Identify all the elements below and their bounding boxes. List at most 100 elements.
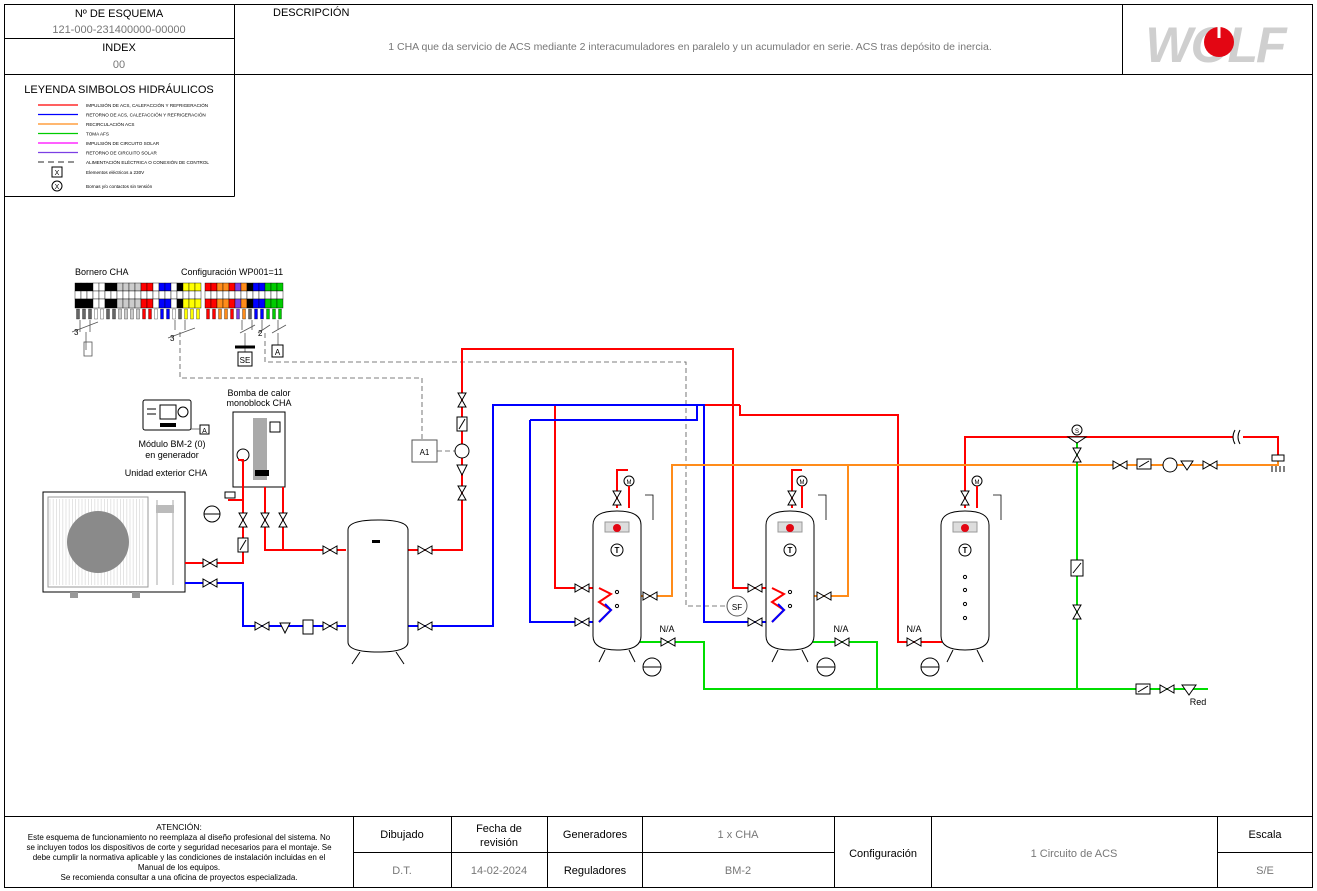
- terminal-block: [258, 298, 266, 309]
- tank-port: [787, 603, 793, 609]
- terminal-label-cell: [264, 290, 272, 300]
- terminal-label-cell: [152, 290, 160, 300]
- heat-pump-label-2: monoblock CHA: [226, 398, 291, 408]
- red-label: Red: [1190, 697, 1207, 707]
- terminal-block: [222, 298, 230, 309]
- terminal-block: [228, 298, 236, 309]
- cold-water-pipes: [640, 440, 1208, 690]
- legend-item-label: RETORNO DE CIRCUITO SOLAR: [86, 151, 157, 156]
- terminal-head: [146, 282, 154, 292]
- generators-value: 1 x CHA: [718, 829, 760, 841]
- terminal-head: [276, 282, 284, 292]
- footer-grid: [353, 816, 1313, 888]
- terminal-label-cell: [228, 290, 236, 300]
- heat-pump-indoor: [232, 411, 286, 488]
- bm2-label-1: Módulo BM-2 (0): [138, 439, 205, 449]
- outdoor-unit-label: Unidad exterior CHA: [125, 468, 208, 478]
- terminal-label-cell: [134, 290, 142, 300]
- bm2-module: A: [142, 399, 210, 435]
- tank-port: [614, 589, 620, 595]
- tank-leg: [771, 649, 779, 663]
- terminal-strip-left: [74, 282, 202, 320]
- terminal-head: [246, 282, 254, 292]
- terminal-screw: [154, 308, 158, 320]
- attention-text: Este esquema de funcionamiento no reempl…: [26, 833, 332, 882]
- terminal-block: [176, 298, 184, 309]
- terminal-head: [110, 282, 118, 292]
- terminal-label-cell: [146, 290, 154, 300]
- configuration-value: 1 Circuito de ACS: [1031, 848, 1118, 860]
- legend-symbol: X: [55, 184, 60, 191]
- wire-count-left: 3: [74, 328, 79, 337]
- terminal-label-cell: [240, 290, 248, 300]
- terminal-head: [158, 282, 166, 292]
- tank-leg: [628, 649, 636, 663]
- a1-controller: A1: [411, 439, 438, 463]
- terminal-block: [276, 298, 284, 309]
- terminal-block: [152, 298, 160, 309]
- terminal-head: [140, 282, 148, 292]
- legend-item-label: ALIMENTACIÓN ELÉCTRICA O CONEXIÓN DE CON…: [86, 159, 209, 165]
- terminal-block: [98, 298, 106, 309]
- legend-symbol-box: [51, 166, 63, 178]
- terminal-head: [204, 282, 212, 292]
- terminal-label-cell: [140, 290, 148, 300]
- terminal-block: [246, 298, 254, 309]
- terminal-screw: [82, 308, 86, 320]
- terminal-label-cell: [252, 290, 260, 300]
- expansion-vessels: [642, 657, 940, 677]
- legend-item-label: TOMA AFS: [86, 132, 109, 137]
- legend-list: IMPULSIÓN DE ACS, CALEFACCIÓN Y REFRIGER…: [38, 102, 209, 192]
- legend-symbol-circle: [51, 180, 63, 192]
- terminal-label-cell: [222, 290, 230, 300]
- tank-port: [614, 603, 620, 609]
- terminal-block: [116, 298, 124, 309]
- terminal-block: [188, 298, 196, 309]
- motor-valve-label: M: [627, 480, 632, 486]
- terminal-screw: [172, 308, 176, 320]
- heating-coil-return: [598, 603, 613, 623]
- terminal-block: [134, 298, 142, 309]
- motor-valve-label: M: [800, 480, 805, 486]
- terminal-label-cell: [276, 290, 284, 300]
- wire-count-mid: 3: [170, 334, 175, 343]
- terminal-block: [182, 298, 190, 309]
- drawn-label: Dibujado: [380, 829, 423, 841]
- terminal-label-cell: [258, 290, 266, 300]
- terminal-screw: [212, 308, 216, 320]
- terminal-screw: [218, 308, 222, 320]
- se-sensor: SE: [235, 345, 255, 367]
- revision-label-1: Fecha de: [476, 823, 522, 835]
- terminal-label-cell: [92, 290, 100, 300]
- safety-valve-icon: [993, 494, 1002, 520]
- config-label: Configuración WP001=11: [181, 267, 283, 277]
- legend-item-label: RECIRCULACIÓN ACS: [86, 121, 135, 127]
- terminal-label-cell: [158, 290, 166, 300]
- terminal-label-cell: [204, 290, 212, 300]
- terminal-screw: [206, 308, 210, 320]
- terminal-head: [188, 282, 196, 292]
- terminal-block: [194, 298, 202, 309]
- terminal-head: [92, 282, 100, 292]
- safety-valve-icon: [818, 494, 827, 520]
- temperature-sensor-icon: [783, 543, 797, 557]
- attention-title: ATENCIÓN:: [156, 822, 202, 832]
- terminal-screw: [106, 308, 110, 320]
- terminal-block: [234, 298, 242, 309]
- terminal-screw: [148, 308, 152, 320]
- terminal-block: [216, 298, 224, 309]
- terminal-screw: [178, 308, 182, 320]
- sf-sensor: SF: [726, 595, 748, 617]
- tank-indicator: [786, 524, 794, 532]
- scale-label: Escala: [1248, 829, 1282, 841]
- dhw-tank: TM: [592, 475, 654, 663]
- temperature-sensor-label: T: [615, 546, 620, 555]
- index-value: 00: [113, 59, 125, 71]
- terminal-block: [252, 298, 260, 309]
- se-sensor-label: SE: [240, 356, 251, 365]
- temperature-sensor-label: T: [963, 546, 968, 555]
- dhw-tank: TM: [765, 475, 827, 663]
- terminal-label-cell: [104, 290, 112, 300]
- terminal-head: [270, 282, 278, 292]
